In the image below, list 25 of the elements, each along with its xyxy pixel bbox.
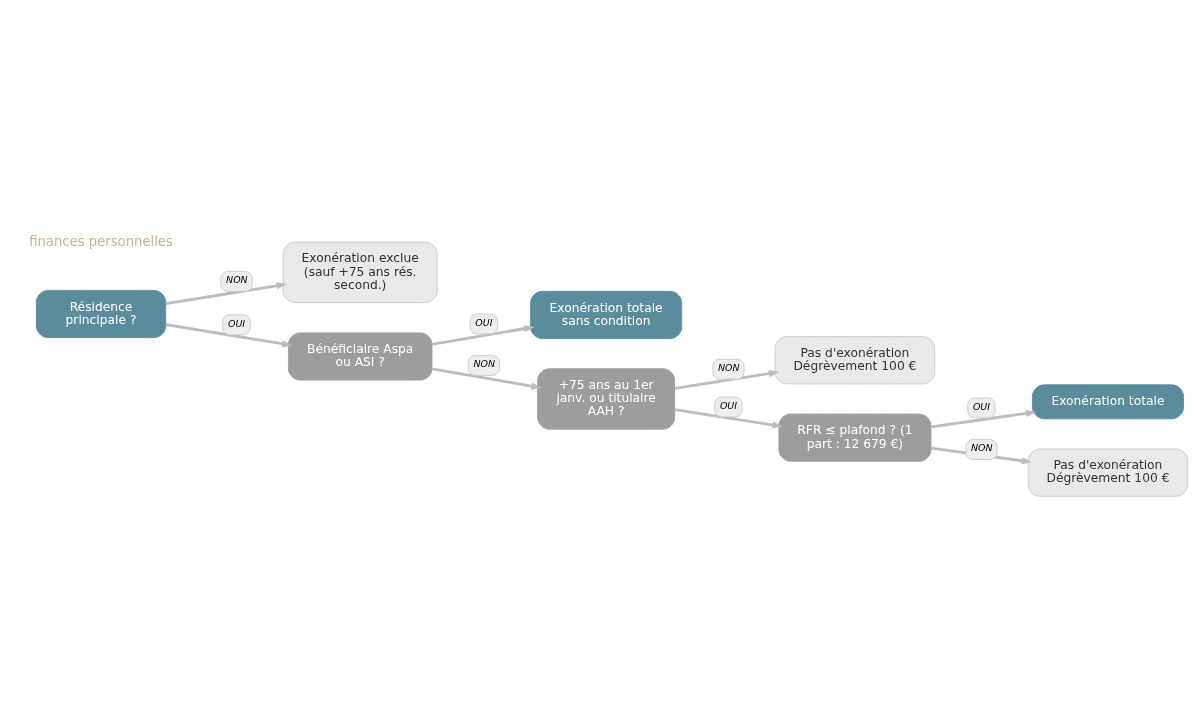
node-box: Pas d'exonération Dégrèvement 100 € bbox=[774, 336, 936, 385]
node-box: RFR ≤ plafond ? (1 part : 12 679 €) bbox=[778, 413, 932, 462]
arrow bbox=[674, 408, 783, 429]
arrow bbox=[165, 282, 288, 306]
arrow bbox=[674, 370, 780, 390]
node-box: Pas d'exonération Dégrèvement 100 € bbox=[1027, 448, 1189, 497]
node-box: Exonération totale bbox=[1031, 384, 1184, 420]
arrow bbox=[931, 409, 1037, 429]
edge-label: NON bbox=[718, 362, 740, 374]
node-box: Résidence principale ? bbox=[35, 289, 167, 339]
edge-label: NON bbox=[226, 274, 248, 286]
edge-label: NON bbox=[473, 358, 496, 370]
edge-label: OUI bbox=[475, 316, 493, 328]
edge-label: OUI bbox=[228, 317, 246, 329]
edge-label: OUI bbox=[972, 400, 991, 412]
arrow bbox=[431, 325, 535, 346]
node-box: Exonération totale sans condition bbox=[530, 290, 683, 340]
arrow bbox=[431, 367, 542, 390]
edge-label: NON bbox=[971, 442, 993, 454]
node-box: +75 ans au 1er janv. ou titulaire AAH ? bbox=[537, 368, 676, 430]
node-box: Bénéficiaire Aspa ou ASI ? bbox=[287, 332, 433, 381]
label: finances personnelles bbox=[29, 233, 173, 249]
edge-label: OUI bbox=[719, 399, 738, 411]
arrow bbox=[165, 323, 293, 348]
node-box: Exonération exclue (sauf +75 ans rés. second.) bbox=[282, 241, 438, 304]
